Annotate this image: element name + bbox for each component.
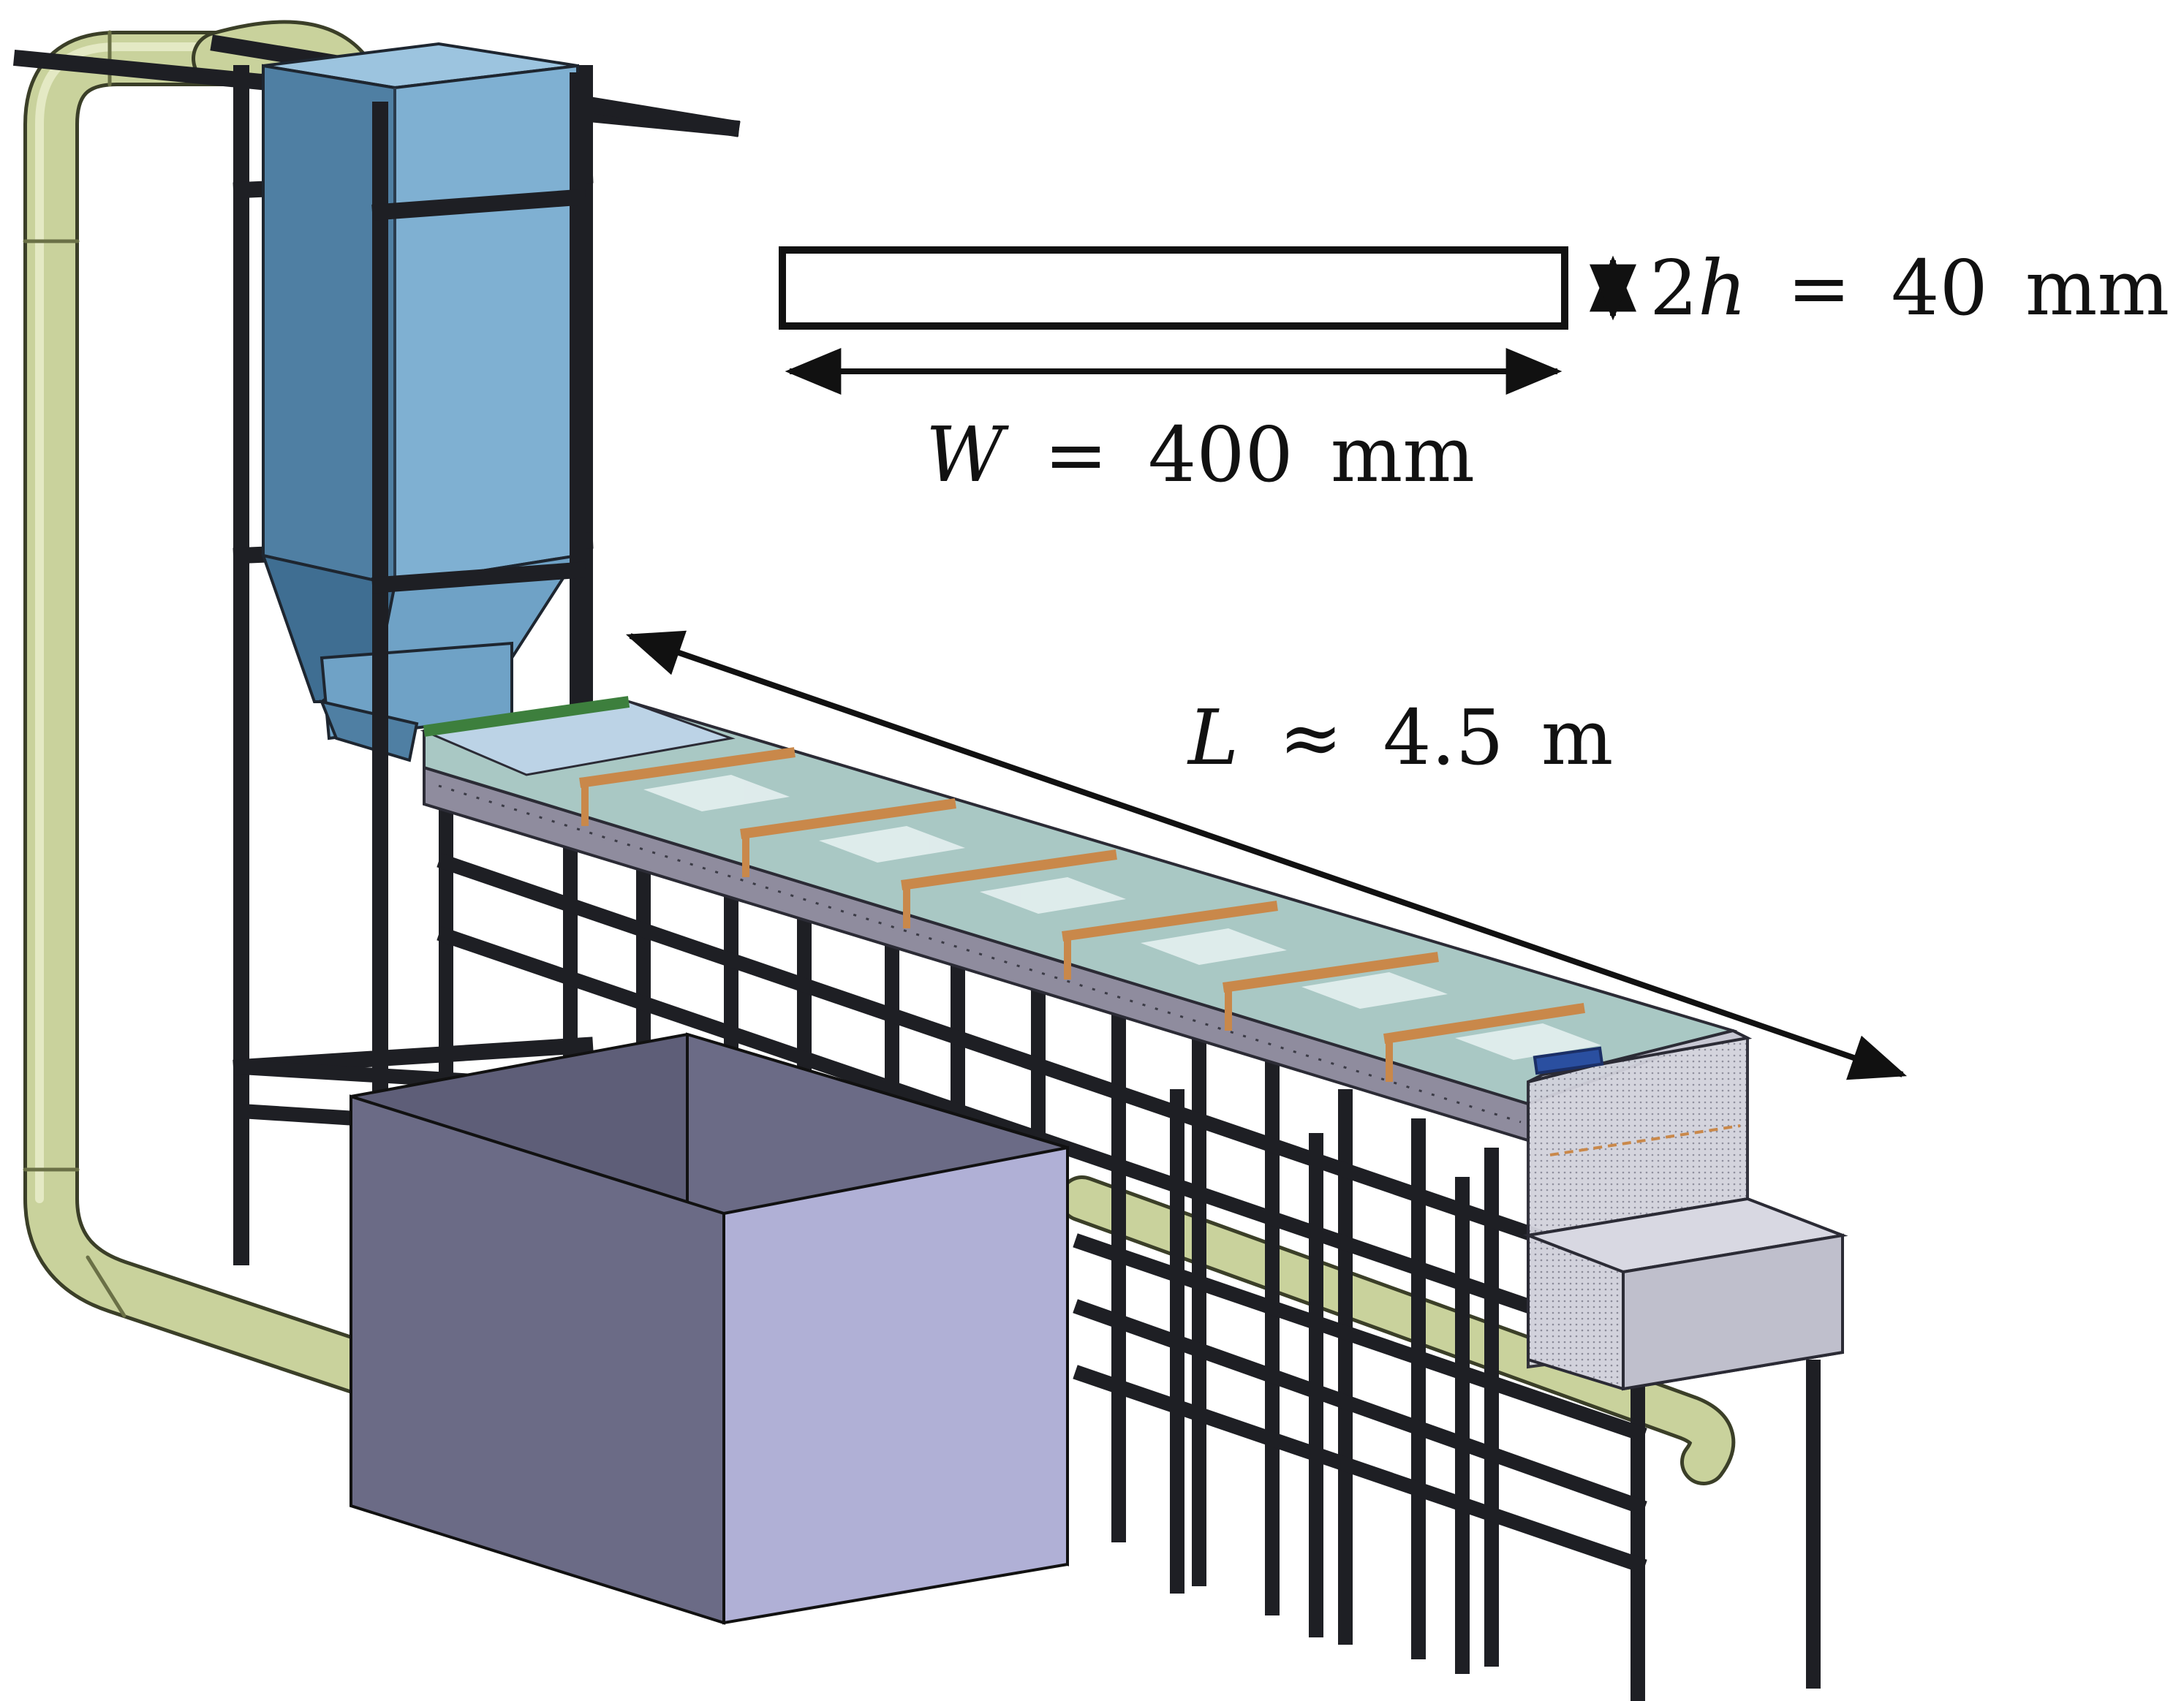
thickness-label: 2h = 40 mm bbox=[1650, 243, 2169, 333]
length-label: L ≈ 4.5 m bbox=[1187, 693, 1613, 782]
hopper-tank bbox=[260, 42, 581, 762]
width-label: W = 400 mm bbox=[926, 410, 1475, 499]
hopper-front-posts bbox=[371, 72, 586, 1105]
reservoir-tank bbox=[349, 1032, 1069, 1625]
length-arrow bbox=[625, 630, 1908, 1080]
channel-cross-section bbox=[779, 246, 1568, 330]
length-annotation: L ≈ 4.5 m bbox=[625, 630, 1908, 1080]
cross-section-inset: 2h = 40 mm W = 400 mm bbox=[779, 243, 2169, 499]
outlet-chamber bbox=[1522, 1028, 1848, 1391]
front-legs bbox=[1170, 1089, 1470, 1674]
